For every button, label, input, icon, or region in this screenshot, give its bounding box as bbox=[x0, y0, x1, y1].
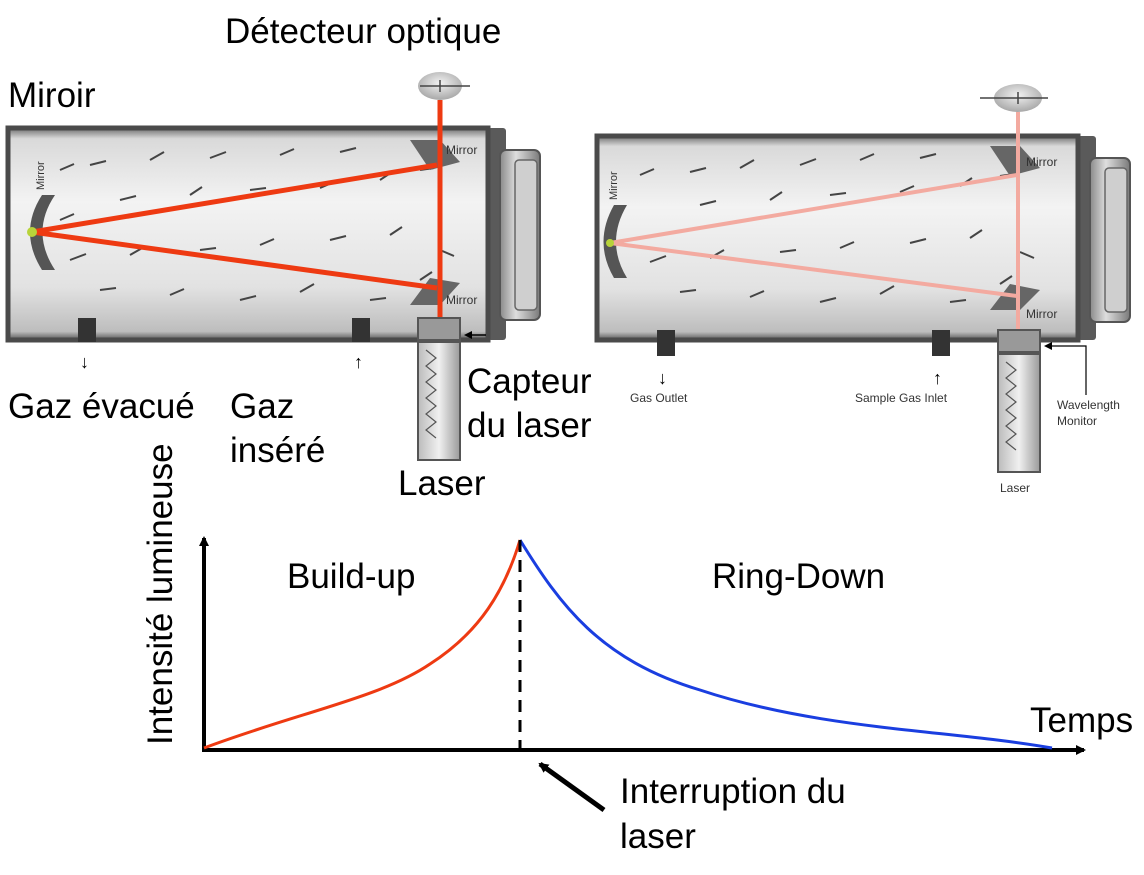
down-arrow-icon: ↓ bbox=[658, 368, 667, 388]
cavity-left-tube bbox=[5, 125, 491, 343]
interruption-label-line1: Interruption du bbox=[620, 772, 846, 811]
sample-gas-inlet-label: Sample Gas Inlet bbox=[855, 391, 948, 405]
gas-inlet-port-left bbox=[352, 318, 370, 342]
mirror-label-bottom-left: Mirror bbox=[446, 293, 477, 307]
interruption-label-line2: laser bbox=[620, 817, 696, 856]
gas-outlet-port-left bbox=[78, 318, 96, 342]
build-up-curve bbox=[203, 539, 522, 750]
gas-inserted-label-line2: inséré bbox=[230, 431, 325, 470]
cavity-right-flange bbox=[1078, 136, 1131, 340]
gas-evacuated-label: Gaz évacué bbox=[8, 387, 195, 426]
laser-spring-right bbox=[1005, 361, 1017, 451]
mirror-label: Miroir bbox=[8, 76, 96, 115]
beam-focus-dot-left bbox=[27, 227, 37, 237]
laser-housing-right bbox=[997, 353, 1041, 473]
mirror-label-left-vertical: Mirror bbox=[35, 161, 47, 190]
laser-sensor-label-line1: Capteur bbox=[467, 362, 592, 401]
gas-outlet-label: Gas Outlet bbox=[630, 391, 688, 405]
gas-inserted-label-line1: Gaz bbox=[230, 387, 294, 426]
mirror-label-right-vertical: Mirror bbox=[608, 171, 620, 200]
cavity-right: ↓ ↑ Mirror Mirror Mirror bbox=[594, 84, 1131, 473]
y-axis-label: Intensité lumineuse bbox=[141, 443, 180, 745]
down-arrow-icon: ↓ bbox=[80, 352, 89, 372]
cavity-left-flange bbox=[488, 128, 541, 340]
interruption-pointer-arrow bbox=[538, 761, 606, 813]
ring-down-label: Ring-Down bbox=[712, 557, 885, 596]
gas-inlet-port-right bbox=[932, 330, 950, 356]
gas-outlet-port-right bbox=[657, 330, 675, 356]
up-arrow-icon: ↑ bbox=[354, 352, 363, 372]
wavelength-monitor-label-line1: Wavelength bbox=[1057, 398, 1120, 412]
mirror-label-top-left: Mirror bbox=[446, 143, 477, 157]
wavelength-monitor-box bbox=[997, 329, 1041, 353]
detector-label: Détecteur optique bbox=[225, 12, 501, 51]
mirror-label-bottom-right: Mirror bbox=[1026, 307, 1057, 321]
top-right-mirror-left bbox=[410, 140, 460, 170]
wavelength-monitor-label-line2: Monitor bbox=[1057, 414, 1097, 428]
laser-housing-left bbox=[417, 341, 461, 461]
ring-down-curve bbox=[518, 539, 1053, 750]
up-arrow-icon: ↑ bbox=[933, 368, 942, 388]
top-right-mirror-right bbox=[990, 146, 1040, 176]
beam-focus-dot-right bbox=[606, 239, 614, 247]
laser-spring-left bbox=[425, 349, 437, 439]
laser-label: Laser bbox=[398, 464, 486, 503]
build-up-label: Build-up bbox=[287, 557, 415, 596]
x-axis-label: Temps bbox=[1030, 701, 1133, 740]
bottom-right-mirror-left bbox=[410, 278, 460, 305]
laser-sensor-label-line2: du laser bbox=[467, 406, 592, 445]
laser-label-en: Laser bbox=[1000, 481, 1030, 495]
cavity-left: ↓ ↑ Mirror Mirror Mirror bbox=[5, 72, 541, 461]
intensity-graph: Intensité lumineuse Temps Build-up Ring-… bbox=[141, 443, 1133, 856]
laser-sensor-box-left bbox=[417, 317, 461, 341]
wavelength-pointer-line bbox=[1075, 345, 1087, 395]
mirror-label-top-right: Mirror bbox=[1026, 155, 1057, 169]
